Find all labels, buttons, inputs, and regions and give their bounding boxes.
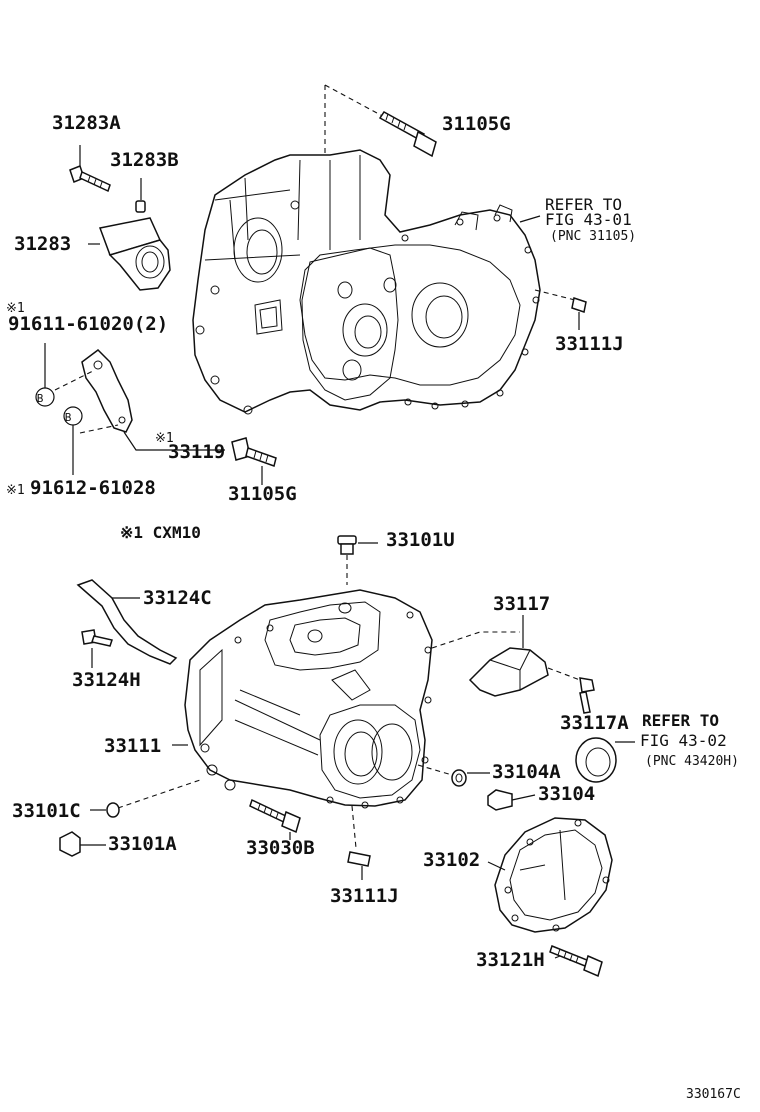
label-33117a: 33117A	[560, 712, 629, 734]
pin-33111j-bottom[interactable]	[347, 805, 371, 880]
bubble-b-text-1: B	[37, 392, 44, 405]
label-91612: 91612-61028	[30, 477, 156, 499]
dashed-guide-line	[324, 84, 391, 121]
label-91611: 91611-61020(2)	[8, 313, 168, 335]
refer-pnc-2: (PNC 43420H)	[645, 754, 739, 769]
label-33111j-top: 33111J	[555, 333, 624, 355]
bolt-33124h[interactable]	[81, 629, 113, 668]
label-33102: 33102	[423, 849, 480, 871]
plug-33104[interactable]	[487, 789, 536, 811]
retainer-31283[interactable]	[88, 217, 171, 291]
refer-pnc-1: (PNC 31105)	[550, 229, 636, 244]
pin-33111j-top[interactable]	[534, 289, 587, 330]
label-33101u: 33101U	[386, 529, 455, 551]
bolt-33030b[interactable]	[249, 798, 301, 840]
refer-label-1: REFER TO	[545, 195, 622, 214]
label-33104a: 33104A	[492, 761, 561, 783]
leader-line	[519, 215, 541, 223]
bolt-31283a[interactable]	[69, 145, 111, 193]
label-33117: 33117	[493, 593, 550, 615]
oil-seal[interactable]	[575, 737, 635, 783]
clutch-housing[interactable]	[192, 149, 541, 415]
label-33111j-bottom: 33111J	[330, 885, 399, 907]
note-mark-91612: ※1	[6, 483, 25, 498]
figure-code: 330167C	[686, 1087, 741, 1102]
bubble-b-text-2: B	[65, 411, 72, 424]
bolt-31105g-bottom[interactable]	[231, 437, 277, 485]
plug-33101u[interactable]	[337, 535, 378, 585]
label-31283: 31283	[14, 233, 71, 255]
label-33101c: 33101C	[12, 800, 81, 822]
note-cxm10: ※1 CXM10	[120, 523, 201, 542]
lever-33124c[interactable]	[76, 579, 178, 665]
label-33104: 33104	[538, 783, 595, 805]
label-33121h: 33121H	[476, 949, 545, 971]
note-mark-33119: ※1	[155, 431, 174, 446]
transmission-case[interactable]	[172, 589, 433, 809]
bolt-31105g-top[interactable]	[378, 111, 437, 158]
plug-31283b[interactable]	[135, 178, 146, 213]
label-31283b: 31283B	[110, 149, 179, 171]
cover-33102[interactable]	[487, 817, 613, 933]
bubble-b-lower	[63, 406, 83, 475]
gasket-33101c[interactable]	[90, 779, 201, 818]
plug-33101a[interactable]	[59, 831, 106, 857]
label-33124c: 33124C	[143, 587, 212, 609]
label-33111: 33111	[104, 735, 161, 757]
note-mark-1: ※1	[6, 301, 25, 316]
refer-fig-2: FIG 43-02	[640, 731, 727, 750]
label-33030b: 33030B	[246, 837, 315, 859]
bolt-33117a[interactable]	[547, 667, 595, 714]
refer-fig-1: FIG 43-01	[545, 210, 632, 229]
label-31105g-bottom: 31105G	[228, 483, 297, 505]
label-33101a: 33101A	[108, 833, 177, 855]
washer-33104a[interactable]	[417, 764, 490, 787]
label-33124h: 33124H	[72, 669, 141, 691]
refer-label-2: REFER TO	[642, 711, 719, 730]
label-31105g-top: 31105G	[442, 113, 511, 135]
label-33119: 33119	[168, 441, 225, 463]
bubble-b-upper	[35, 343, 55, 407]
bracket-33119[interactable]	[54, 349, 225, 451]
bolt-33121h[interactable]	[549, 945, 603, 978]
plate-33117[interactable]	[431, 615, 549, 697]
label-31283a: 31283A	[52, 112, 121, 134]
